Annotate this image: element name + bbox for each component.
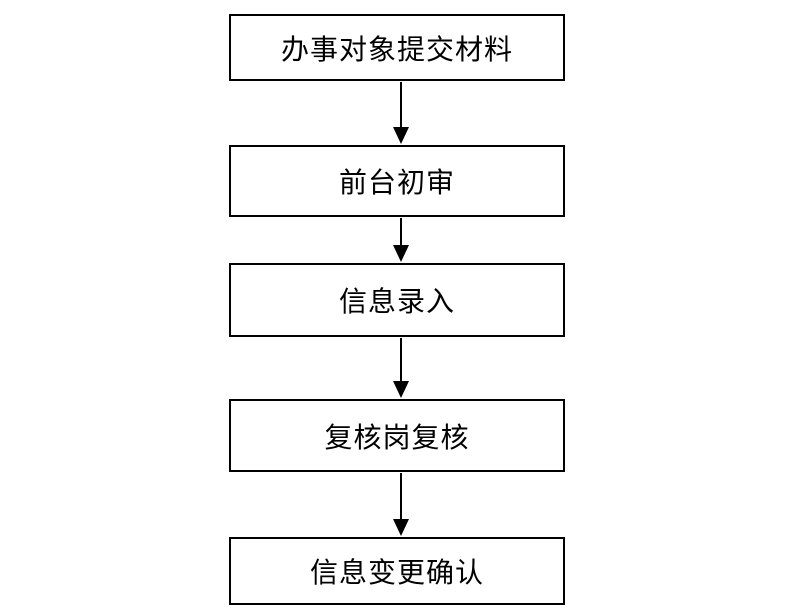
flow-node-front-desk-review: 前台初审: [229, 145, 565, 217]
flow-node-label: 办事对象提交材料: [280, 33, 513, 65]
flow-node-information-entry: 信息录入: [229, 263, 565, 337]
arrow-line: [400, 338, 402, 381]
arrow-line: [400, 82, 402, 127]
arrow-down-icon: [392, 473, 410, 536]
arrow-line: [400, 218, 402, 245]
flow-node-recheck-post-review: 复核岗复核: [229, 399, 565, 472]
arrow-head: [393, 127, 409, 144]
flow-node-label: 复核岗复核: [324, 421, 470, 453]
arrow-head: [393, 519, 409, 536]
flow-node-label: 信息变更确认: [309, 557, 484, 588]
arrow-down-icon: [392, 82, 410, 144]
arrow-down-icon: [392, 338, 410, 398]
flow-node-label: 前台初审: [338, 167, 455, 198]
flow-node-change-confirmation: 信息变更确认: [229, 537, 565, 605]
arrow-head: [393, 381, 409, 398]
arrow-head: [393, 245, 409, 262]
flow-node-submit-materials: 办事对象提交材料: [229, 14, 565, 81]
arrow-down-icon: [392, 218, 410, 262]
arrow-line: [400, 473, 402, 519]
flow-node-label: 信息录入: [338, 286, 455, 317]
